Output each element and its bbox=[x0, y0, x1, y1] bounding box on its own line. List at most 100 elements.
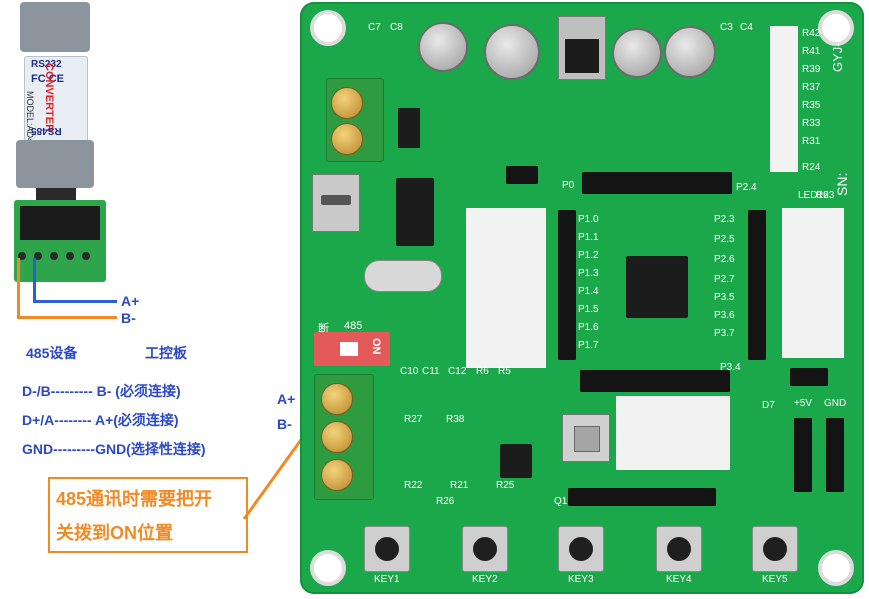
silk-r37: R37 bbox=[802, 82, 821, 93]
silk-r31: R31 bbox=[802, 136, 821, 147]
silk-p16: P1.6 bbox=[578, 322, 599, 333]
converter-label-plate: RS232 FC CE MODEL:AD485A CONVERTER RS485 bbox=[24, 56, 88, 159]
silk-r6: R6 bbox=[476, 366, 489, 377]
terminal-screw bbox=[18, 252, 26, 260]
silk-p10: P1.0 bbox=[578, 214, 599, 225]
converter-terminal-block bbox=[14, 200, 106, 282]
silk-q1: Q1 bbox=[554, 496, 568, 507]
fc-ce-mark: FC CE bbox=[31, 73, 64, 85]
silk-p0: P0 bbox=[562, 180, 575, 191]
resistor-bank-right bbox=[782, 208, 844, 358]
table-header-board: 工控板 bbox=[145, 345, 187, 361]
silk-p34: P3.4 bbox=[720, 362, 741, 373]
terminal-housing bbox=[20, 206, 100, 240]
usb-slot bbox=[321, 195, 351, 205]
pin-header-power bbox=[794, 418, 812, 492]
converter-top-cap bbox=[20, 2, 90, 52]
silk-p15: P1.5 bbox=[578, 304, 599, 315]
silk-gnd: GND bbox=[824, 398, 847, 409]
jumper[interactable] bbox=[790, 368, 828, 386]
electrolytic-capacitor bbox=[664, 26, 716, 78]
wire-b-label: B- bbox=[121, 310, 136, 326]
silk-c11: C11 bbox=[422, 366, 440, 377]
pin-header-lower bbox=[568, 488, 716, 506]
pin-header-bottom bbox=[580, 370, 730, 392]
terminal-screw bbox=[321, 459, 353, 491]
pin-header-left bbox=[558, 210, 576, 360]
key2-button[interactable] bbox=[462, 526, 508, 572]
silk-r26: R26 bbox=[436, 496, 455, 507]
silk-c3: C3 bbox=[720, 22, 733, 33]
silk-led16: LED16 bbox=[798, 190, 829, 201]
silk-c7: C7 bbox=[368, 22, 381, 33]
board-model: GYJ-0286 bbox=[830, 13, 845, 72]
silk-r39: R39 bbox=[802, 64, 821, 75]
silk-r21: R21 bbox=[450, 480, 469, 491]
key-cap bbox=[473, 537, 497, 561]
resistor-bank-left bbox=[466, 208, 546, 368]
voltage-regulator bbox=[558, 16, 606, 80]
terminal-screw bbox=[331, 87, 363, 119]
resistor-array bbox=[770, 26, 798, 172]
silk-5v: +5V bbox=[794, 398, 813, 409]
key-cap bbox=[569, 537, 593, 561]
silk-p23: P2.3 bbox=[714, 214, 735, 225]
electrolytic-capacitor bbox=[612, 28, 662, 78]
silk-p14: P1.4 bbox=[578, 286, 599, 297]
reset-button-cap bbox=[574, 426, 600, 452]
converter-text: CONVERTER bbox=[43, 63, 55, 133]
jumper[interactable] bbox=[506, 166, 538, 184]
silk-r24: R24 bbox=[802, 162, 821, 173]
crystal-oscillator bbox=[364, 260, 442, 292]
terminal-screw bbox=[321, 383, 353, 415]
terminal-screw bbox=[50, 252, 58, 260]
control-board: C7 C8 C3 C4 R42 R41 R39 R37 R35 R33 R31 … bbox=[300, 2, 864, 594]
silk-r5: R5 bbox=[498, 366, 511, 377]
db9-connector bbox=[36, 188, 76, 202]
rs232-text: RS232 bbox=[31, 59, 62, 70]
ic-chip bbox=[396, 178, 434, 246]
switch-on-label: ON bbox=[370, 338, 382, 355]
key5-label: KEY5 bbox=[762, 574, 788, 585]
table-header-device: 485设备 bbox=[26, 345, 78, 361]
wire-a-label: A+ bbox=[121, 293, 140, 309]
key3-label: KEY3 bbox=[568, 574, 594, 585]
table-row: D-/B--------- B- (必须连接) bbox=[22, 383, 181, 399]
silk-r41: R41 bbox=[802, 46, 821, 57]
mounting-hole bbox=[310, 550, 346, 586]
terminal-screw bbox=[331, 123, 363, 155]
wire-a-horizontal bbox=[33, 300, 117, 303]
note-line-2: 关拨到ON位置 bbox=[56, 523, 173, 543]
silk-p35: P3.5 bbox=[714, 292, 735, 303]
note-box: 485通讯时需要把开 关拨到ON位置 bbox=[48, 477, 248, 553]
key5-button[interactable] bbox=[752, 526, 798, 572]
reset-button[interactable] bbox=[562, 414, 610, 462]
key-cap bbox=[667, 537, 691, 561]
key3-button[interactable] bbox=[558, 526, 604, 572]
board-a-label: A+ bbox=[277, 391, 296, 407]
rs485-transceiver-chip bbox=[500, 444, 532, 478]
mounting-hole bbox=[818, 10, 854, 46]
silk-r25: R25 bbox=[496, 480, 515, 491]
table-row: GND---------GND(选择性连接) bbox=[22, 441, 206, 457]
terminal-screw bbox=[34, 252, 42, 260]
wire-b-vertical bbox=[17, 258, 20, 318]
rs485-dip-switch[interactable]: ON bbox=[314, 332, 390, 366]
terminal-screw bbox=[321, 421, 353, 453]
electrolytic-capacitor bbox=[484, 24, 540, 80]
dip-switch-knob[interactable] bbox=[340, 342, 358, 356]
terminal-screw bbox=[66, 252, 74, 260]
key4-button[interactable] bbox=[656, 526, 702, 572]
power-switch[interactable] bbox=[398, 108, 420, 148]
silk-r35: R35 bbox=[802, 100, 821, 111]
electrolytic-capacitor bbox=[418, 22, 468, 72]
key1-button[interactable] bbox=[364, 526, 410, 572]
key4-label: KEY4 bbox=[666, 574, 692, 585]
converter-bottom-cap bbox=[16, 140, 94, 188]
silk-r42: R42 bbox=[802, 28, 821, 39]
silk-p37: P3.7 bbox=[714, 328, 735, 339]
pin-header-right bbox=[748, 210, 766, 360]
silk-c12: C12 bbox=[448, 366, 467, 377]
table-row: D+/A-------- A+(必须连接) bbox=[22, 412, 179, 428]
switch-off-label: 断 bbox=[318, 323, 329, 335]
